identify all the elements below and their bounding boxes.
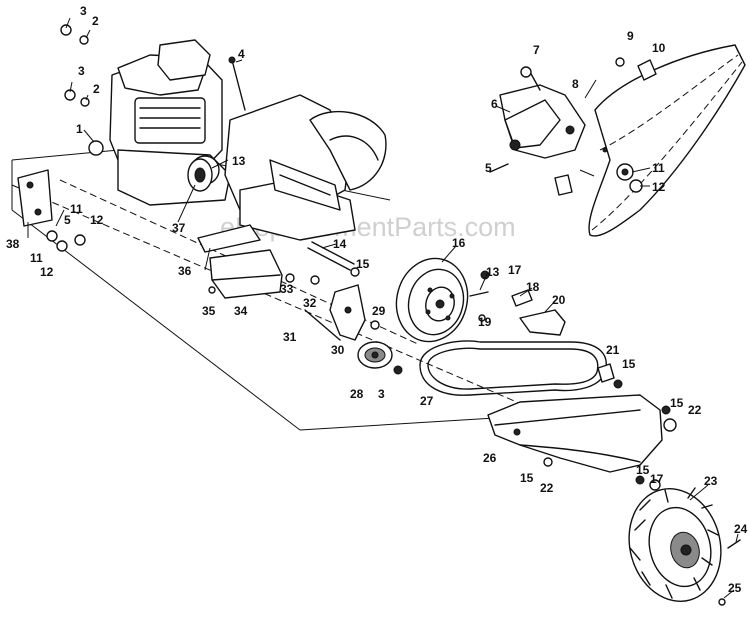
callout-15: 15 <box>636 463 650 477</box>
callout-32: 32 <box>303 296 317 310</box>
lower-guard <box>197 224 283 299</box>
callout-25: 25 <box>728 581 742 595</box>
callout-20: 20 <box>552 293 566 307</box>
hardware-left <box>46 24 246 252</box>
callout-28: 28 <box>350 387 364 401</box>
callout-15: 15 <box>520 471 534 485</box>
belt-cover <box>487 394 677 473</box>
callout-11: 11 <box>652 161 665 175</box>
callout-17: 17 <box>508 263 522 277</box>
wheel <box>628 475 741 606</box>
callout-5: 5 <box>64 213 71 227</box>
callout-12: 12 <box>90 213 104 227</box>
callout-3: 3 <box>80 4 87 18</box>
side-bracket <box>17 169 53 227</box>
callout-11: 11 <box>30 251 43 265</box>
callout-27: 27 <box>420 394 434 408</box>
tiller-frame <box>224 94 387 241</box>
idler-pulley <box>357 341 403 375</box>
shaft-and-bolts <box>285 241 360 341</box>
callout-8: 8 <box>572 77 579 91</box>
callout-22: 22 <box>540 481 554 495</box>
callout-12: 12 <box>40 265 54 279</box>
callout-12: 12 <box>652 180 666 194</box>
handle-bracket <box>489 66 608 196</box>
main-pulley <box>395 257 469 343</box>
callout-3: 3 <box>378 387 385 401</box>
callout-3: 3 <box>78 64 85 78</box>
callout-2: 2 <box>92 14 99 28</box>
leader-lines <box>27 17 739 599</box>
callout-23: 23 <box>704 474 718 488</box>
callout-34: 34 <box>234 304 248 318</box>
callout-15: 15 <box>622 357 636 371</box>
drive-belt <box>419 340 607 396</box>
callout-2: 2 <box>93 82 100 96</box>
callout-13: 13 <box>486 265 500 279</box>
spacer-21 <box>597 363 623 389</box>
callout-37: 37 <box>172 221 186 235</box>
callout-9: 9 <box>627 29 634 43</box>
callout-31: 31 <box>283 330 297 344</box>
callout-4: 4 <box>238 47 245 61</box>
callout-17: 17 <box>650 472 664 486</box>
callout-26: 26 <box>483 451 497 465</box>
callout-15: 15 <box>356 257 370 271</box>
callout-13: 13 <box>232 154 246 168</box>
callouts: 3 2 4 3 2 1 13 37 38 11 5 12 11 12 36 14… <box>6 4 748 595</box>
callout-10: 10 <box>652 41 666 55</box>
idler-bracket <box>329 284 380 341</box>
callout-36: 36 <box>178 264 192 278</box>
handlebar-tube <box>588 44 746 237</box>
callout-22: 22 <box>688 403 702 417</box>
callout-11: 11 <box>70 202 83 216</box>
callout-30: 30 <box>331 343 345 357</box>
callout-18: 18 <box>526 280 540 294</box>
callout-14: 14 <box>333 237 347 251</box>
callout-19: 19 <box>478 315 492 329</box>
callout-7: 7 <box>533 43 540 57</box>
engine-pulley <box>187 158 213 192</box>
callout-33: 33 <box>280 282 294 296</box>
callout-15: 15 <box>670 396 684 410</box>
callout-6: 6 <box>491 97 498 111</box>
callout-29: 29 <box>372 304 386 318</box>
callout-35: 35 <box>202 304 216 318</box>
callout-24: 24 <box>734 522 748 536</box>
callout-16: 16 <box>452 236 466 250</box>
callout-21: 21 <box>606 343 620 357</box>
callout-1: 1 <box>76 122 83 136</box>
callout-38: 38 <box>6 237 20 251</box>
callout-5: 5 <box>485 161 492 175</box>
